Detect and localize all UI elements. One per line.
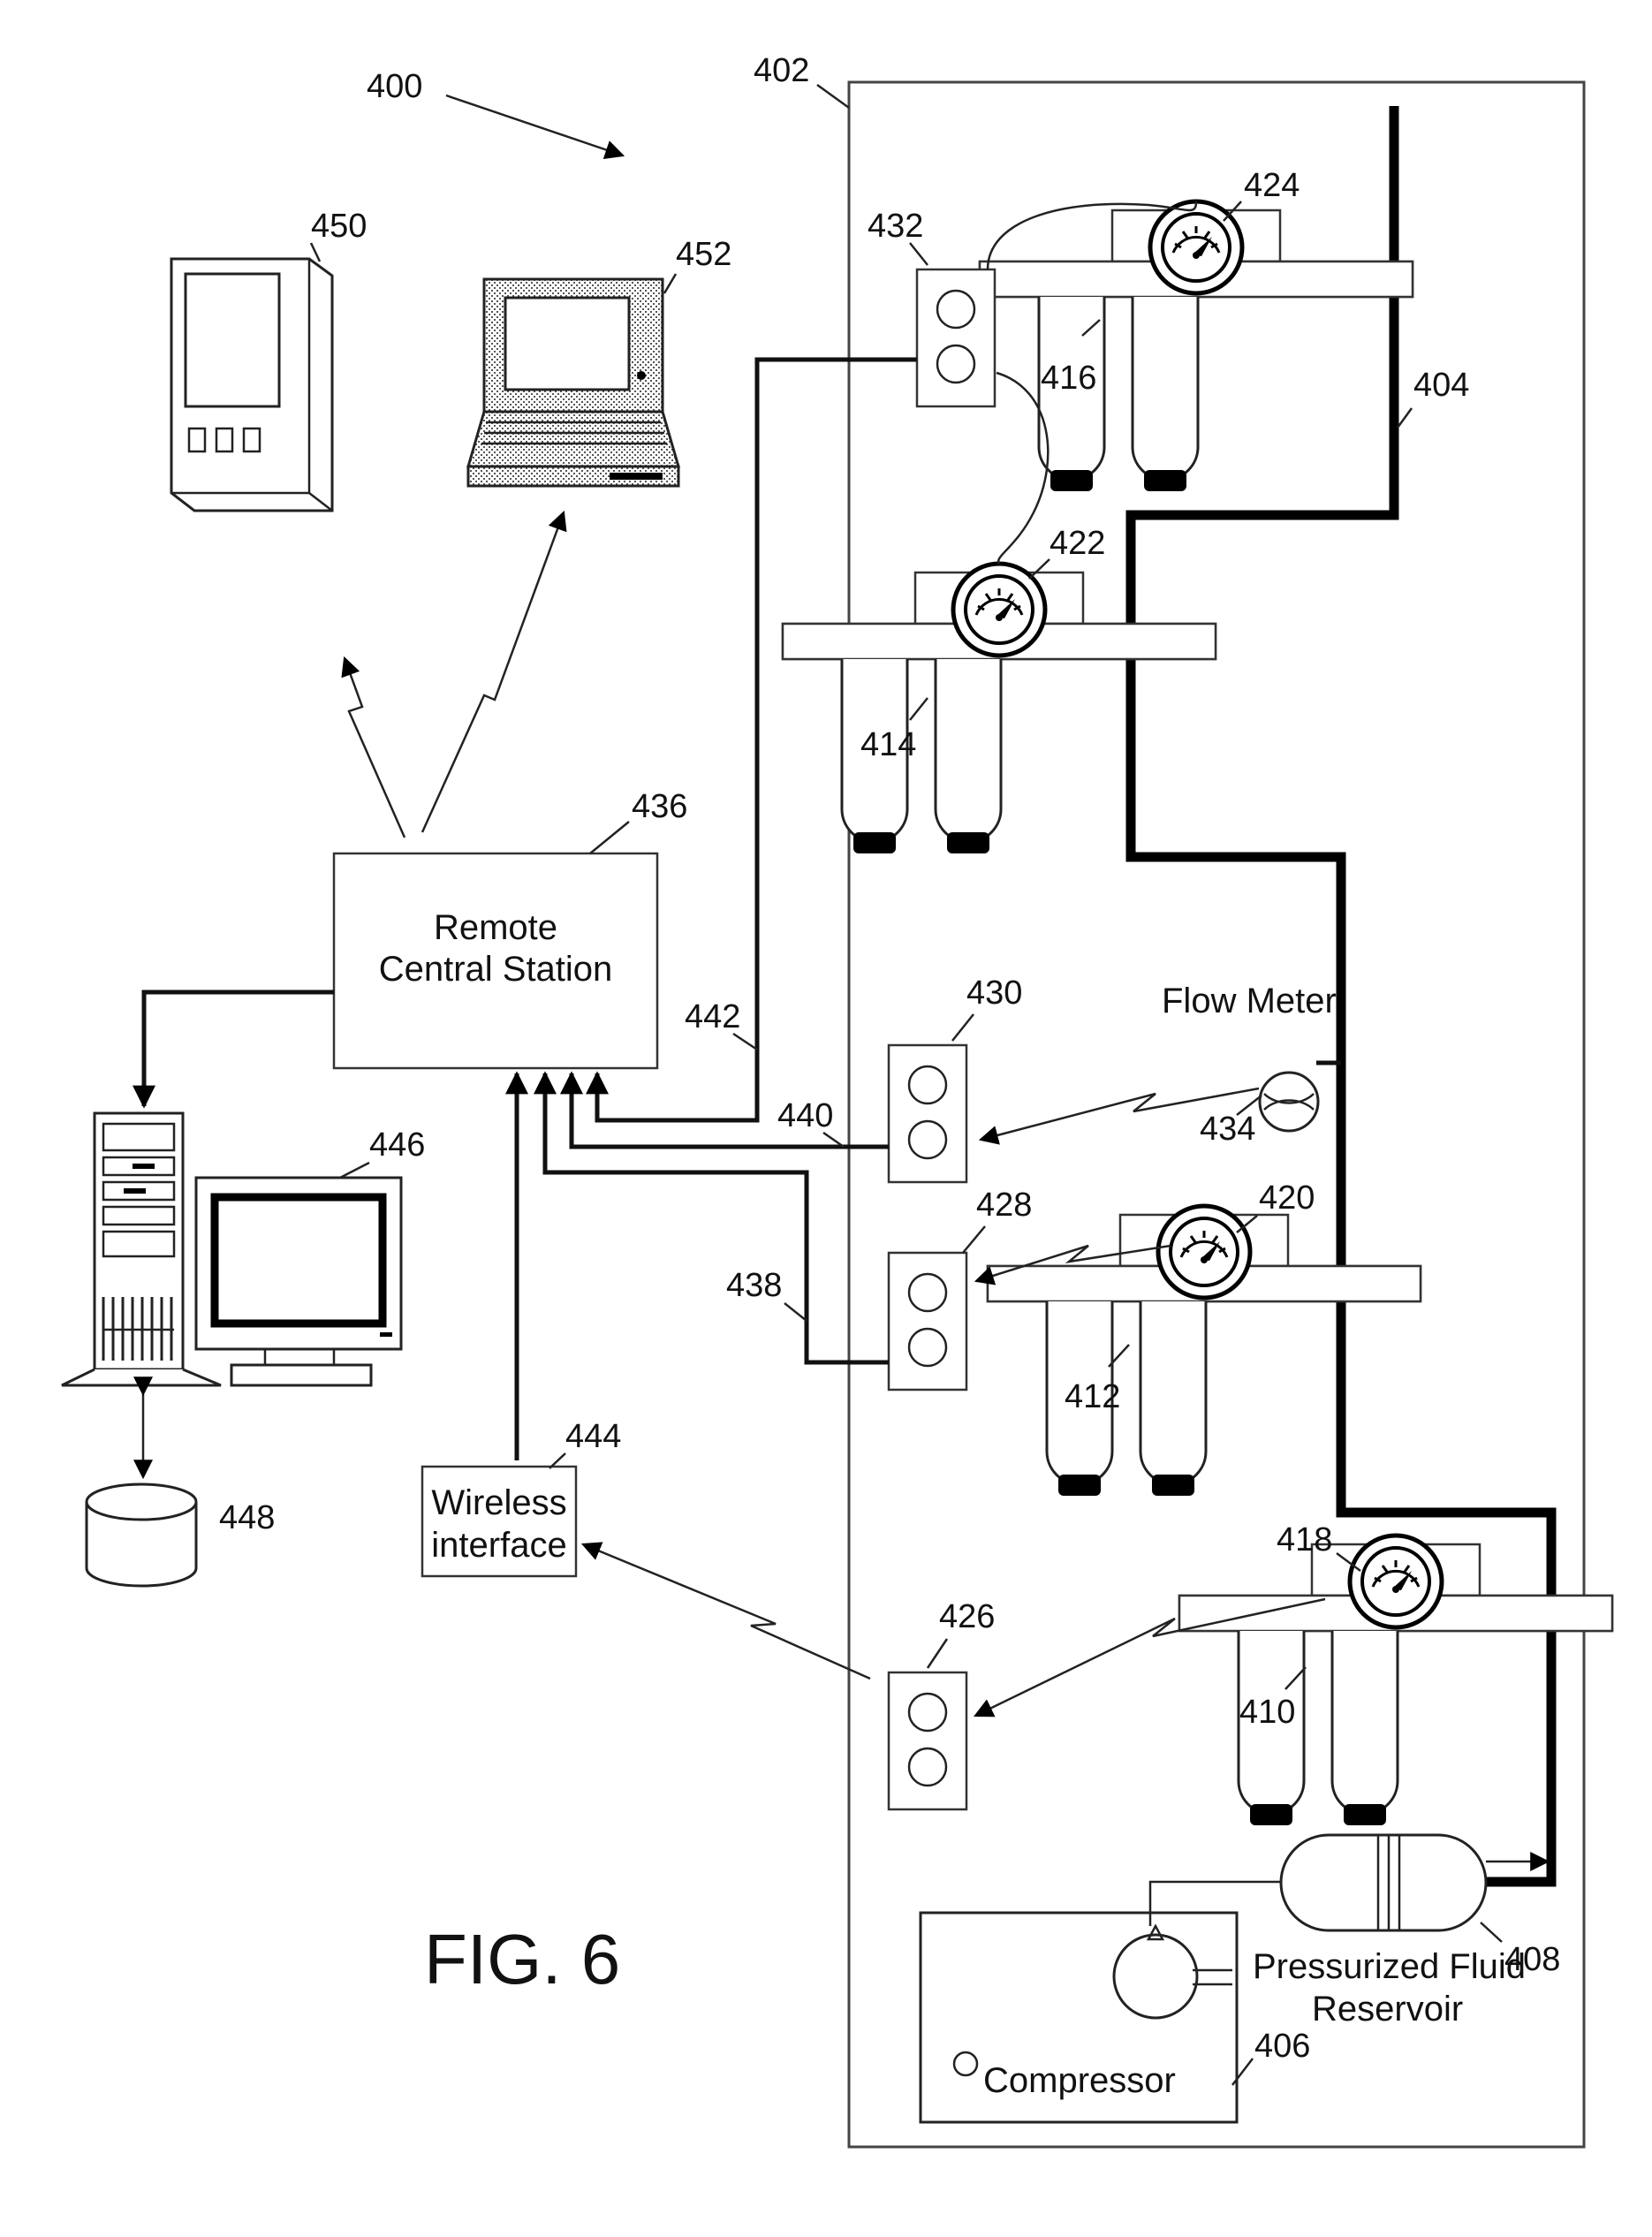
wireless-to-452 bbox=[422, 512, 564, 832]
ref-400: 400 bbox=[367, 68, 422, 105]
server-computer-446: 446 bbox=[62, 1113, 425, 1477]
monitor-neck bbox=[265, 1349, 334, 1365]
remote-station-line2: Central Station bbox=[379, 950, 613, 989]
ref-424: 424 bbox=[1244, 167, 1300, 204]
figure-title: FIG. 6 bbox=[424, 1920, 620, 1998]
figure-reference-400: 400 bbox=[367, 68, 623, 155]
reservoir-408: Pressurized Fluid Reservoir 408 bbox=[1253, 1835, 1560, 2028]
server-drive-slot bbox=[133, 1164, 155, 1169]
ref-402-leader bbox=[817, 85, 849, 108]
ref-430-leader bbox=[952, 1014, 974, 1041]
reservoir-tank bbox=[1281, 1835, 1486, 1930]
ref-426: 426 bbox=[939, 1598, 995, 1635]
wireless-interface-line1: Wireless bbox=[431, 1483, 566, 1522]
ref-446: 446 bbox=[369, 1126, 425, 1164]
flow-meter-circle bbox=[1260, 1073, 1318, 1131]
monitor-stand bbox=[231, 1365, 371, 1385]
ref-416: 416 bbox=[1041, 360, 1096, 397]
remote-central-station: Remote Central Station 436 bbox=[144, 512, 687, 1106]
database-448: 448 bbox=[87, 1484, 275, 1586]
reservoir-label-line1: Pressurized Fluid bbox=[1253, 1947, 1526, 1986]
server-drive-slot bbox=[124, 1188, 146, 1194]
ref-414-leader bbox=[910, 698, 928, 720]
wireless-to-450 bbox=[345, 658, 405, 838]
ref-450: 450 bbox=[311, 208, 367, 245]
ref-436-leader bbox=[590, 822, 629, 853]
ref-400-arrow bbox=[446, 95, 623, 155]
ref-440: 440 bbox=[777, 1097, 833, 1134]
laptop-452: 452 bbox=[468, 236, 731, 486]
ref-432: 432 bbox=[868, 208, 923, 245]
ref-436: 436 bbox=[632, 788, 687, 825]
ref-418: 418 bbox=[1277, 1521, 1332, 1558]
ref-444: 444 bbox=[565, 1418, 621, 1455]
line-440 bbox=[572, 1073, 889, 1147]
compressor-label: Compressor bbox=[983, 2061, 1176, 2100]
ref-428-leader bbox=[963, 1226, 985, 1253]
handheld-screen bbox=[186, 274, 279, 406]
filter-unit-412 bbox=[988, 1206, 1421, 1496]
reservoir-label-line2: Reservoir bbox=[1312, 1990, 1463, 2028]
ref-438: 438 bbox=[726, 1267, 782, 1304]
compressor-406: Compressor 406 bbox=[921, 1882, 1310, 2122]
ref-404-leader bbox=[1398, 408, 1412, 428]
ref-408-leader bbox=[1481, 1922, 1502, 1942]
compressor-pump bbox=[1114, 1935, 1197, 2018]
monitor-led bbox=[380, 1332, 392, 1337]
ref-428: 428 bbox=[976, 1187, 1032, 1224]
ref-410: 410 bbox=[1239, 1694, 1295, 1731]
ref-412: 412 bbox=[1065, 1378, 1120, 1415]
server-base bbox=[62, 1369, 221, 1385]
ref-448: 448 bbox=[219, 1499, 275, 1536]
laptop-indicator bbox=[637, 371, 646, 380]
ref-430: 430 bbox=[966, 974, 1022, 1012]
ref-452: 452 bbox=[676, 236, 731, 273]
filter-unit-416 bbox=[980, 201, 1413, 491]
wireless-interface-444: Wireless interface 444 bbox=[422, 1418, 621, 1576]
ref-402: 402 bbox=[754, 52, 809, 89]
ref-442-leader bbox=[733, 1034, 757, 1050]
laptop-screen bbox=[505, 298, 629, 390]
flow-meter-label: Flow Meter bbox=[1162, 982, 1337, 1020]
database-top bbox=[87, 1484, 196, 1520]
ref-408: 408 bbox=[1504, 1941, 1560, 1978]
wireless-426-to-444 bbox=[583, 1544, 870, 1679]
ref-422: 422 bbox=[1050, 525, 1105, 562]
ref-438-leader bbox=[784, 1303, 807, 1321]
ref-414: 414 bbox=[860, 726, 916, 763]
remote-station-line1: Remote bbox=[434, 908, 557, 947]
ref-452-leader bbox=[664, 274, 676, 293]
monitor-screen bbox=[215, 1197, 383, 1323]
ref-432-leader bbox=[910, 243, 928, 265]
sensor-430: 430 bbox=[889, 974, 1022, 1182]
line-to-server bbox=[144, 992, 334, 1106]
flow-meter-434: Flow Meter 434 bbox=[1162, 982, 1337, 1148]
wireless-interface-line2: interface bbox=[431, 1526, 566, 1565]
ref-426-leader bbox=[928, 1639, 947, 1668]
ref-450-leader bbox=[311, 243, 320, 262]
sensor-426: 426 bbox=[889, 1598, 995, 1809]
ref-446-leader bbox=[340, 1163, 369, 1178]
ref-442: 442 bbox=[685, 998, 740, 1035]
ref-420: 420 bbox=[1259, 1179, 1315, 1217]
laptop-slot bbox=[610, 473, 663, 480]
laptop-keyboard bbox=[468, 412, 678, 466]
ref-434: 434 bbox=[1200, 1111, 1255, 1148]
server-tower bbox=[95, 1113, 183, 1369]
ref-404: 404 bbox=[1413, 367, 1469, 404]
handheld-device-450: 450 bbox=[171, 208, 367, 511]
ref-406: 406 bbox=[1254, 2028, 1310, 2065]
